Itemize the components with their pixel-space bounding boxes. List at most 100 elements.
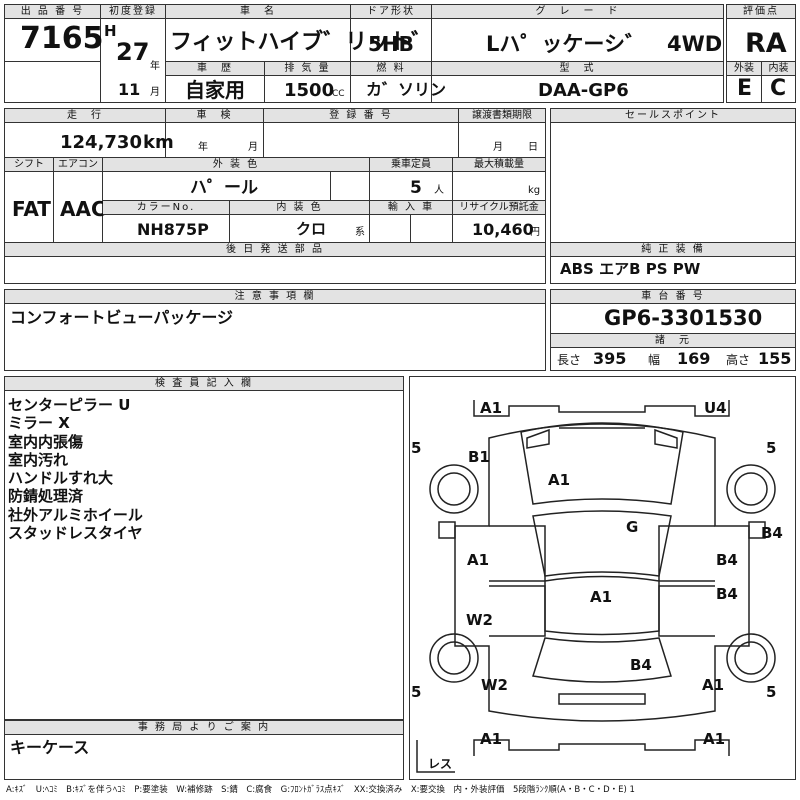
length-label: 長さ — [557, 353, 582, 367]
header-interior: 内装 — [762, 62, 795, 76]
era: H — [104, 22, 117, 40]
header-capacity: 乗車定員 — [370, 158, 452, 172]
width-label: 幅 — [648, 353, 661, 367]
diag-left-front: A1 — [467, 551, 490, 569]
inspector-note: センターピラー U — [8, 396, 131, 414]
header-sales-points: セールスポイント — [551, 109, 795, 123]
header-inspector: 検 査 員 記 入 欄 — [5, 377, 403, 391]
aircon-type: AAC — [60, 197, 106, 221]
inspector-block — [4, 376, 404, 720]
header-mileage: 走 行 — [5, 109, 165, 123]
car-diagram — [416, 400, 776, 773]
header-grade: グ レ ー ド — [432, 5, 723, 19]
diag-spare-tire: レス — [428, 757, 453, 771]
year-unit: 年 — [150, 61, 160, 72]
inspector-note: 室内汚れ — [8, 450, 69, 469]
top-info-block — [4, 4, 724, 103]
inspector-notes: センターピラー U ミラー X 室内内張傷 室内汚れ ハンドルすれ大 防錆処理済… — [8, 396, 143, 542]
height-value: 155 — [758, 349, 792, 368]
header-import: 輸 入 車 — [370, 201, 452, 215]
score-block — [726, 4, 796, 103]
vehicle-history: 自家用 — [185, 78, 245, 102]
capacity-unit: 人 — [434, 185, 444, 196]
diag-tire-front-right: 5 — [766, 439, 777, 457]
door-type: 5HB — [368, 32, 414, 56]
yen-unit: 円 — [530, 227, 540, 238]
diag-trunk: B4 — [630, 656, 652, 674]
office-block — [4, 720, 404, 780]
cc-unit: CC — [332, 89, 345, 99]
header-office: 事 務 局 よ り ご 案 内 — [5, 721, 403, 735]
legend-footer: A:ｷｽﾞ U:ﾍｺﾐ B:ｷｽﾞを伴うﾍｺﾐ P:要塗装 W:補修跡 S:錆 … — [6, 785, 635, 795]
inspector-note: ハンドルすれ大 — [8, 469, 114, 488]
diag-front-left: A1 — [480, 399, 503, 417]
diag-hood: A1 — [548, 471, 571, 489]
detail-block — [4, 108, 546, 284]
header-inspection: 車 検 — [166, 109, 263, 123]
car-name: フィットハイブ゛リット゛ — [170, 30, 434, 55]
header-chassis: 車 台 番 号 — [551, 290, 795, 304]
score: RA — [745, 28, 787, 59]
inspector-note: ミラー X — [8, 414, 70, 433]
diag-rear-right: A1 — [703, 730, 726, 748]
header-later-parts: 後 日 発 送 部 品 — [5, 243, 545, 257]
header-score: 評価点 — [727, 5, 795, 19]
header-aircon: エアコン — [54, 158, 102, 172]
reg-month: 11 — [118, 80, 141, 99]
chassis-number: GP6-3301530 — [604, 306, 763, 330]
genuine-equipment: ABS エアB PS PW — [560, 260, 701, 278]
diag-left-rear: W2 — [481, 676, 508, 694]
chassis-block — [550, 289, 796, 371]
shift-type: FAT — [12, 197, 51, 221]
diag-tire-front-left: 5 — [411, 439, 422, 457]
reg-year: 27 — [116, 38, 150, 66]
transfer-month-unit: 月 — [493, 142, 503, 153]
exterior-grade: E — [737, 76, 753, 101]
inspection-month-unit: 月 — [248, 142, 258, 153]
inspector-note: 防錆処理済 — [8, 487, 84, 506]
diag-roof: A1 — [590, 588, 613, 606]
header-first-reg: 初度登録 — [101, 5, 165, 19]
diag-front-right: U4 — [704, 399, 727, 417]
car-diagram-block — [409, 376, 796, 780]
lot-number: 7165 — [20, 21, 104, 56]
inspection-year-unit: 年 — [198, 142, 208, 153]
diag-tire-rear-left: 5 — [411, 683, 422, 701]
interior-grade: C — [770, 76, 787, 101]
displacement: 1500 — [284, 80, 335, 101]
diag-right-mid: B4 — [716, 585, 738, 603]
km-unit: km — [143, 132, 174, 153]
diag-tire-rear-right: 5 — [766, 683, 777, 701]
header-transfer: 譲渡書類期限 — [459, 109, 545, 123]
diag-b1: B1 — [468, 448, 490, 466]
recycle-fee: 10,460 — [472, 220, 534, 239]
inspector-note: 室内内張傷 — [8, 432, 84, 451]
month-unit: 月 — [150, 87, 160, 98]
int-color-suffix: 系 — [355, 227, 365, 238]
transfer-day-unit: 日 — [528, 142, 538, 153]
office-text: キーケース — [10, 738, 90, 757]
header-shift: シフト — [5, 158, 53, 172]
load-unit: kg — [528, 185, 541, 196]
diag-left-mid: W2 — [466, 611, 493, 629]
header-genuine: 純 正 装 備 — [551, 243, 795, 257]
model-code: DAA-GP6 — [538, 80, 629, 101]
header-exterior: 外装 — [727, 62, 761, 76]
width-value: 169 — [677, 349, 711, 368]
header-max-load: 最大積載量 — [453, 158, 545, 172]
header-car-name: 車 名 — [166, 5, 350, 19]
diag-right-rear: A1 — [702, 676, 725, 694]
grade: Lハ゜ッケーシ゛ 4WD — [486, 32, 723, 56]
header-displacement: 排 気 量 — [265, 62, 350, 76]
diag-right-side: B4 — [761, 524, 783, 542]
capacity: 5 — [410, 178, 422, 198]
length-value: 395 — [593, 349, 627, 368]
inspector-note: スタッドレスタイヤ — [8, 524, 143, 543]
diag-glass: G — [626, 518, 639, 536]
header-color-no: カラーNo. — [103, 201, 229, 215]
header-reg-no: 登 録 番 号 — [264, 109, 458, 123]
height-label: 高さ — [726, 353, 751, 367]
header-door: ドア形状 — [351, 5, 431, 19]
header-specs: 諸 元 — [551, 334, 795, 348]
header-int-color: 内 装 色 — [230, 201, 369, 215]
